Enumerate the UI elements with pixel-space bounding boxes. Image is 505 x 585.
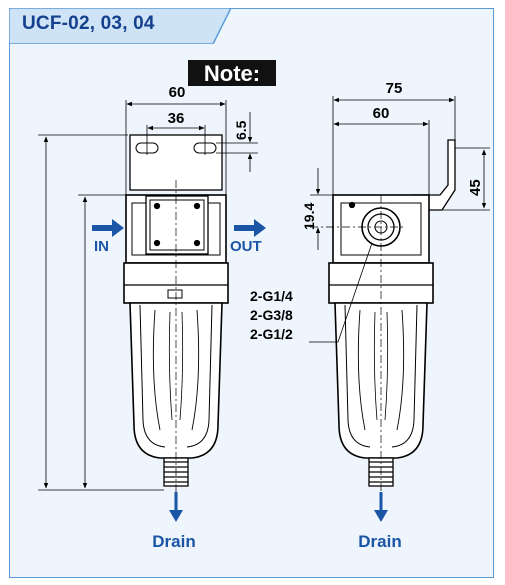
dim-side-port-height: 19.4: [301, 203, 317, 230]
dim-side-bracket: 45: [467, 179, 484, 196]
in-arrow-icon: [92, 219, 124, 237]
note-badge: [188, 60, 276, 86]
dim-front-width: 60: [169, 84, 186, 101]
page-title: UCF-02, 03, 04: [22, 13, 155, 34]
dim-front-slot: 6.5: [233, 120, 249, 140]
front-dimensions: [38, 100, 258, 491]
in-label: IN: [94, 238, 109, 255]
dim-side-body: 60: [373, 105, 390, 122]
drain-left-arrow-icon: [169, 510, 183, 522]
drain-right-label: Drain: [358, 532, 401, 551]
dim-front-mount: 36: [168, 110, 185, 127]
port-leader-line: [309, 242, 373, 343]
dim-side-width: 75: [386, 80, 403, 97]
drain-left-label: Drain: [152, 532, 195, 551]
out-arrow-icon: [234, 219, 266, 237]
port-size-1: 2-G1/4: [250, 288, 293, 304]
title-tab: [9, 8, 231, 44]
port-size-3: 2-G1/2: [250, 326, 293, 342]
drain-right-arrow-icon: [374, 510, 388, 522]
out-label: OUT: [230, 238, 262, 255]
port-size-2: 2-G3/8: [250, 307, 293, 323]
side-dimensions: [310, 96, 490, 250]
note-label: Note:: [204, 61, 260, 86]
